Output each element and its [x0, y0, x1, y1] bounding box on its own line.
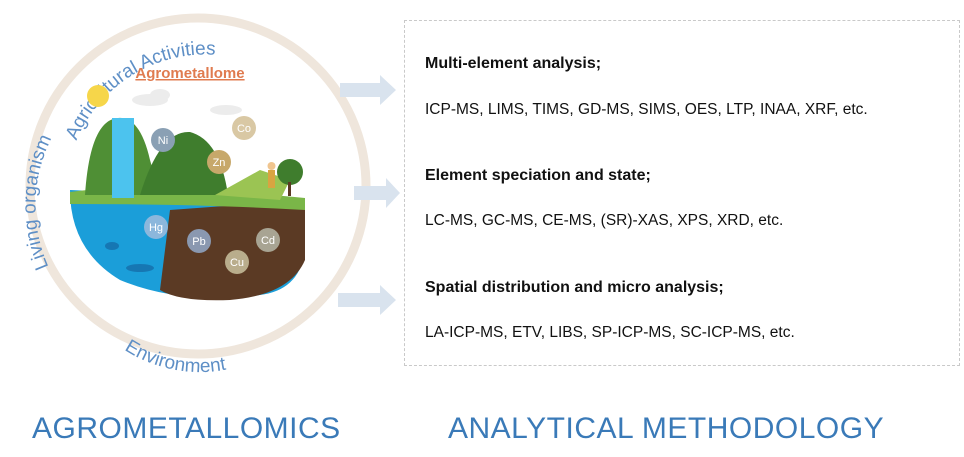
- element-hg-label: Hg: [149, 222, 163, 234]
- ring-label-top: Agricultural Activities: [62, 38, 216, 143]
- terrain: [70, 117, 305, 301]
- section-body-speciation: LC-MS, GC-MS, CE-MS, (SR)-XAS, XPS, XRD,…: [425, 212, 784, 229]
- element-zn: Zn: [207, 150, 231, 174]
- element-cu-label: Cu: [230, 257, 244, 269]
- element-cd: Cd: [256, 228, 280, 252]
- footer-agrometallomics: AGROMETALLOMICS: [32, 412, 341, 445]
- section-title-spatial: Spatial distribution and micro analysis;: [425, 279, 724, 296]
- section-title-multi-element: Multi-element analysis;: [425, 55, 602, 72]
- methodology-panel: Multi-element analysis; ICP-MS, LIMS, TI…: [404, 20, 960, 366]
- element-ni-label: Ni: [158, 135, 168, 147]
- element-zn-label: Zn: [213, 157, 226, 169]
- cloud-icon: [132, 89, 242, 115]
- element-co-label: Co: [237, 123, 251, 135]
- element-ni: Ni: [151, 128, 175, 152]
- ring-label-bottom: Environment: [122, 336, 229, 377]
- section-body-spatial: LA-ICP-MS, ETV, LIBS, SP-ICP-MS, SC-ICP-…: [425, 324, 795, 341]
- section-body-multi-element: ICP-MS, LIMS, TIMS, GD-MS, SIMS, OES, LT…: [425, 101, 868, 118]
- element-hg: Hg: [144, 215, 168, 239]
- arrow-right-icon: [354, 178, 400, 208]
- element-cd-label: Cd: [261, 235, 275, 247]
- element-pb: Pb: [187, 229, 211, 253]
- element-cu: Cu: [225, 250, 249, 274]
- arrow-right-icon: [338, 285, 396, 315]
- sun-icon: [87, 85, 109, 107]
- element-pb-label: Pb: [192, 236, 205, 248]
- footer-analytical-methodology: ANALYTICAL METHODOLOGY: [448, 412, 885, 445]
- element-co: Co: [232, 116, 256, 140]
- arrow-right-icon: [340, 75, 396, 105]
- center-label: Agrometallome: [135, 65, 244, 82]
- ring-label-left: Living organism: [19, 131, 56, 273]
- section-title-speciation: Element speciation and state;: [425, 167, 651, 184]
